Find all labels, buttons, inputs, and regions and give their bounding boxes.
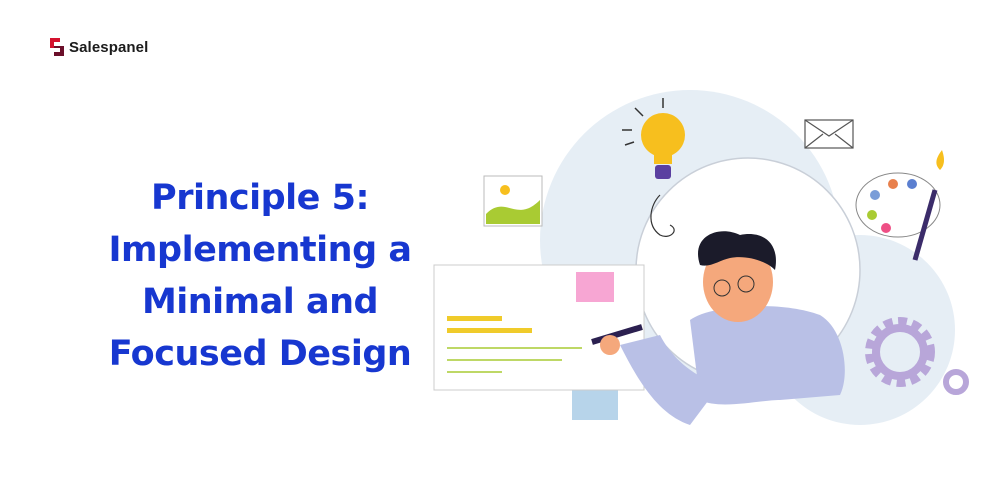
lightbulb-icon: [622, 98, 685, 237]
page-title: Principle 5: Implementing a Minimal and …: [90, 172, 430, 380]
whiteboard: [433, 264, 645, 420]
illustration: [433, 90, 969, 425]
title-line: Minimal and: [141, 282, 379, 322]
title-line: Implementing a: [108, 230, 412, 270]
envelope-icon: [804, 119, 854, 149]
person: [591, 231, 845, 425]
palette-icon: [855, 150, 944, 261]
gear-icon: [865, 317, 969, 395]
brand-name: Salespanel: [69, 38, 149, 56]
title-line: Principle 5:: [151, 178, 369, 218]
salespanel-logo-icon: [50, 38, 64, 56]
brand-logo: Salespanel: [50, 38, 148, 56]
title-line: Focused Design: [108, 334, 412, 374]
image-icon: [483, 175, 543, 227]
